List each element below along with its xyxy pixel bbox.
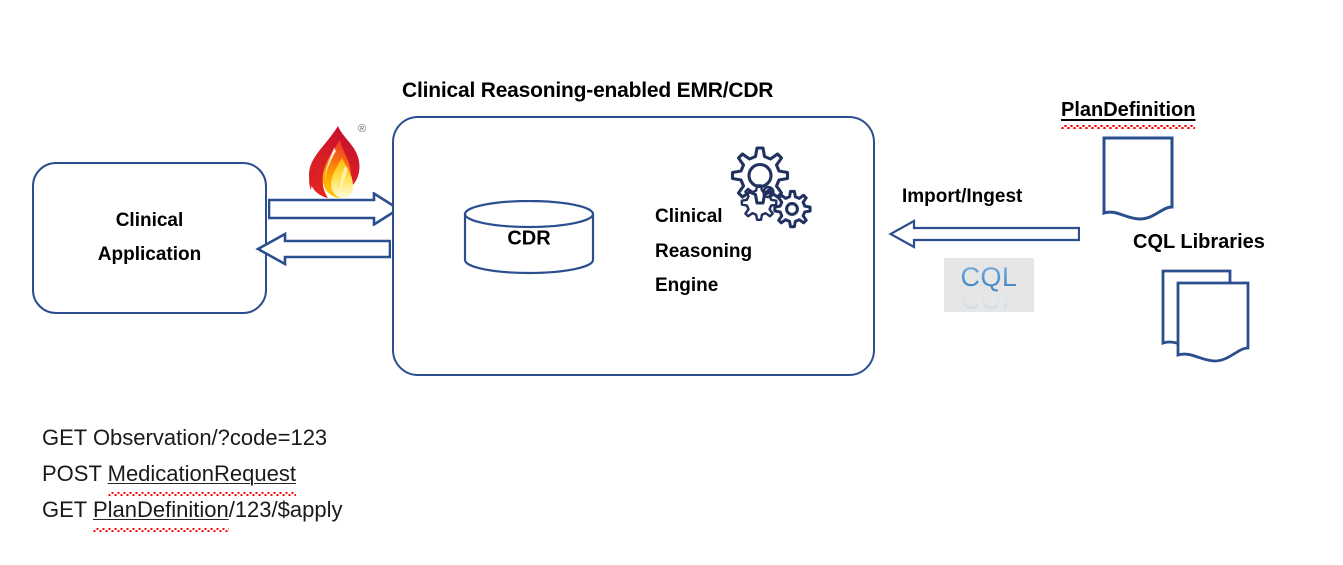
clinical-application-label-line2: Application [97,244,202,265]
spellcheck-squiggle-plandefinition-2 [92,528,229,532]
request-line-3-method: GET [42,497,93,522]
plan-definition-document-icon [1100,135,1180,225]
request-line-3: GET PlanDefinition/123/$apply [42,492,343,532]
arrow-app-to-emr [267,191,401,227]
fhir-flame-icon [298,118,376,204]
engine-line-3: Engine [655,275,719,297]
request-line-3-suffix: /123/$apply [228,497,343,522]
gears-icon [712,143,818,251]
cql-libraries-label: CQL Libraries [1133,231,1265,253]
clinical-reasoning-engine-label: Clinical Reasoning Engine [655,200,752,304]
cdr-cylinder: CDR [461,199,597,276]
request-line-1: GET Observation/?code=123 [42,425,328,450]
svg-text:CQL: CQL [960,284,1017,312]
diagram-title: Clinical Reasoning-enabled EMR/CDR [402,79,774,102]
engine-line-1: Clinical [655,206,723,227]
engine-line-2: Reasoning [655,240,753,262]
request-examples-list: GET Observation/?code=123 POST Medicatio… [42,420,343,532]
svg-text:CQL: CQL [960,262,1017,292]
request-line-3-resource: PlanDefinition [92,492,229,532]
request-line-2: POST MedicationRequest [42,456,342,496]
plan-definition-label: PlanDefinition [1061,99,1196,121]
clinical-application-box[interactable]: Clinical Application [32,162,267,314]
cql-libraries-documents-icon [1160,268,1260,366]
clinical-application-label-line1: Clinical [115,209,184,231]
request-line-2-method: POST [42,461,108,486]
import-ingest-label: Import/Ingest [902,186,1023,207]
cql-logo-icon: CQL CQL [944,258,1034,312]
plan-definition-title-wrap: PlanDefinition [1061,99,1196,129]
request-line-2-resource: MedicationRequest [107,456,296,496]
registered-trademark-icon: ® [358,123,367,135]
spellcheck-squiggle-plandefinition [1061,125,1196,129]
arrow-emr-to-app [255,231,392,267]
arrow-import-ingest [888,219,1081,249]
